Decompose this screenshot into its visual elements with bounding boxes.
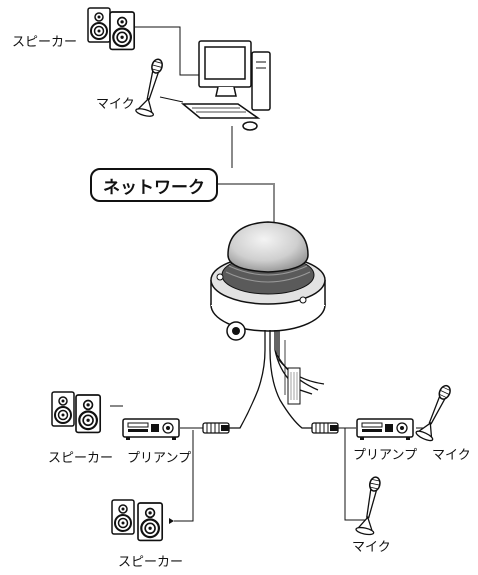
mic-top-label: マイク bbox=[96, 97, 135, 112]
speaker-to-pc-line bbox=[135, 26, 213, 76]
mic-right-label: マイク bbox=[432, 448, 471, 463]
dome-camera-icon bbox=[210, 221, 326, 341]
speaker-bottom-label: スピーカー bbox=[118, 555, 184, 570]
mic-bottom-icon bbox=[354, 474, 386, 537]
speaker-top-icon bbox=[87, 7, 136, 51]
preamp-left-label: プリアンプ bbox=[127, 451, 192, 466]
connector-to-mic-bottom bbox=[344, 428, 368, 521]
speaker-top-label: スピーカー bbox=[12, 35, 78, 50]
preamp-to-speaker-bottom-line bbox=[174, 430, 194, 522]
speaker-bottom-icon bbox=[111, 499, 164, 542]
mic-top-icon bbox=[134, 56, 169, 119]
arrow-head bbox=[169, 518, 174, 524]
mic-bottom-label: マイク bbox=[352, 540, 391, 555]
camera-cables bbox=[229, 330, 325, 429]
speaker-left-icon bbox=[51, 391, 102, 434]
speaker-left-label: スピーカー bbox=[48, 451, 114, 466]
connection-lines bbox=[110, 26, 431, 522]
connector-left-icon bbox=[202, 422, 230, 434]
computer-icon bbox=[180, 40, 271, 131]
preamp-right-icon bbox=[356, 418, 414, 441]
preamp-right-label: プリアンプ bbox=[353, 448, 418, 463]
network-to-camera-line bbox=[216, 183, 275, 228]
mic-right-icon bbox=[414, 381, 457, 444]
network-box: ネットワーク bbox=[90, 168, 218, 202]
connector-right-icon bbox=[311, 422, 339, 434]
preamp-left-icon bbox=[122, 418, 180, 441]
mic-to-pc-line bbox=[159, 96, 184, 103]
